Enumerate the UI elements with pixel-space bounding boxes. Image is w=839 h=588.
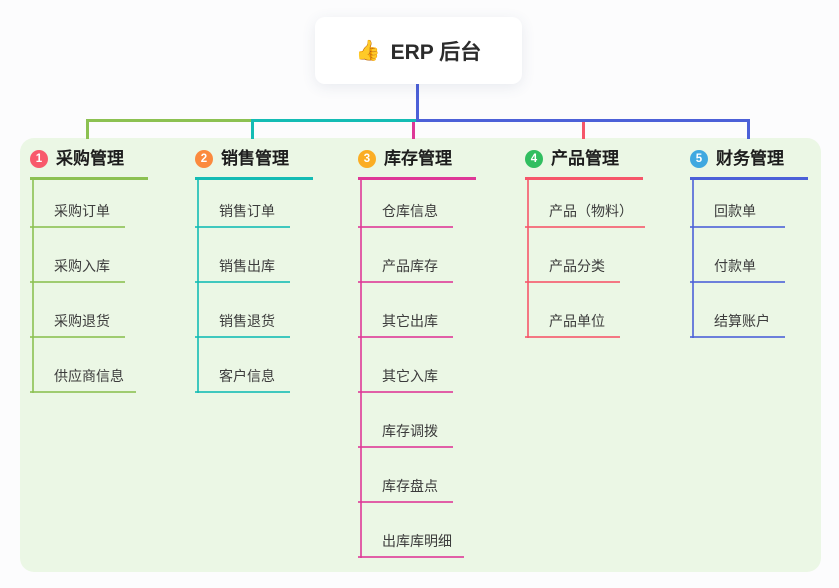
- child-item[interactable]: 采购退货: [30, 283, 125, 338]
- child-item[interactable]: 产品库存: [358, 228, 453, 283]
- child-item[interactable]: 销售退货: [195, 283, 290, 338]
- badge-5-icon: 5: [690, 150, 708, 168]
- branch-title: 库存管理: [384, 149, 452, 168]
- child-label: 产品单位: [549, 313, 605, 329]
- child-item[interactable]: 产品分类: [525, 228, 620, 283]
- child-label: 客户信息: [219, 368, 275, 384]
- branch-finance: 5 财务管理 回款单付款单结算账户: [690, 148, 808, 338]
- branch-children: 回款单付款单结算账户: [690, 180, 808, 338]
- branch-trunk: [691, 180, 694, 338]
- branch-trunk: [196, 180, 199, 393]
- child-item[interactable]: 采购入库: [30, 228, 125, 283]
- connector-bus-sales: [251, 119, 418, 122]
- child-label: 其它入库: [382, 368, 438, 384]
- child-label: 采购退货: [54, 313, 110, 329]
- child-item[interactable]: 库存调拨: [358, 393, 453, 448]
- child-label: 库存盘点: [382, 478, 438, 494]
- child-item[interactable]: 采购订单: [30, 180, 125, 228]
- branch-title: 财务管理: [716, 149, 784, 168]
- branch-trunk: [31, 180, 34, 393]
- child-item[interactable]: 供应商信息: [30, 338, 136, 393]
- root-node[interactable]: 👍 ERP 后台: [315, 17, 522, 84]
- child-item[interactable]: 结算账户: [690, 283, 785, 338]
- connector-drop-finance: [747, 119, 750, 139]
- branch-children: 产品（物料） 产品分类产品单位: [525, 180, 645, 338]
- branch-product: 4 产品管理 产品（物料） 产品分类产品单位: [525, 148, 645, 338]
- child-label: 销售退货: [219, 313, 275, 329]
- child-item[interactable]: 销售出库: [195, 228, 290, 283]
- branch-header[interactable]: 2 销售管理: [195, 148, 313, 180]
- child-item[interactable]: 出库库明细: [358, 503, 464, 558]
- connector-drop-product: [582, 119, 585, 139]
- connector-drop-purchase: [86, 119, 89, 139]
- child-item[interactable]: 回款单: [690, 180, 785, 228]
- branch-header[interactable]: 1 采购管理: [30, 148, 148, 180]
- child-label: 采购入库: [54, 258, 110, 274]
- branch-title: 采购管理: [56, 149, 124, 168]
- connector-drop-sales: [251, 119, 254, 139]
- child-label: 产品（物料）: [549, 203, 633, 219]
- root-title: ERP 后台: [390, 40, 482, 64]
- child-label: 产品库存: [382, 258, 438, 274]
- child-item[interactable]: 产品（物料）: [525, 180, 645, 228]
- branch-trunk: [359, 180, 362, 558]
- thumbs-up-icon: 👍: [355, 40, 381, 62]
- branch-children: 销售订单销售出库销售退货客户信息: [195, 180, 313, 393]
- child-item[interactable]: 仓库信息: [358, 180, 453, 228]
- child-label: 其它出库: [382, 313, 438, 329]
- child-label: 供应商信息: [54, 368, 124, 384]
- branch-children: 采购订单采购入库采购退货供应商信息: [30, 180, 148, 393]
- branch-children: 仓库信息产品库存其它出库其它入库库存调拨库存盘点出库库明细: [358, 180, 476, 558]
- branch-inventory: 3 库存管理 仓库信息产品库存其它出库其它入库库存调拨库存盘点出库库明细: [358, 148, 476, 558]
- badge-1-icon: 1: [30, 150, 48, 168]
- child-label: 仓库信息: [382, 203, 438, 219]
- child-label: 结算账户: [714, 313, 770, 329]
- child-item[interactable]: 库存盘点: [358, 448, 453, 503]
- branch-title: 销售管理: [221, 149, 289, 168]
- child-item[interactable]: 销售订单: [195, 180, 290, 228]
- branch-title: 产品管理: [551, 149, 619, 168]
- child-item[interactable]: 付款单: [690, 228, 785, 283]
- badge-3-icon: 3: [358, 150, 376, 168]
- mindmap-canvas: [20, 138, 821, 572]
- connector-bus-finance: [417, 119, 750, 122]
- branch-header[interactable]: 5 财务管理: [690, 148, 808, 180]
- branch-sales: 2 销售管理 销售订单销售出库销售退货客户信息: [195, 148, 313, 393]
- child-item[interactable]: 其它入库: [358, 338, 453, 393]
- branch-purchase: 1 采购管理 采购订单采购入库采购退货供应商信息: [30, 148, 148, 393]
- badge-2-icon: 2: [195, 150, 213, 168]
- child-item[interactable]: 客户信息: [195, 338, 290, 393]
- child-label: 回款单: [714, 203, 756, 219]
- branch-header[interactable]: 4 产品管理: [525, 148, 643, 180]
- branch-header[interactable]: 3 库存管理: [358, 148, 476, 180]
- connector-drop-inventory: [412, 119, 415, 139]
- child-label: 库存调拨: [382, 423, 438, 439]
- badge-4-icon: 4: [525, 150, 543, 168]
- child-label: 出库库明细: [382, 533, 452, 549]
- child-item[interactable]: 产品单位: [525, 283, 620, 338]
- branch-trunk: [526, 180, 529, 338]
- child-item[interactable]: 其它出库: [358, 283, 453, 338]
- child-label: 付款单: [714, 258, 756, 274]
- child-label: 采购订单: [54, 203, 110, 219]
- child-label: 销售出库: [219, 258, 275, 274]
- child-label: 销售订单: [219, 203, 275, 219]
- connector-root: [416, 84, 419, 122]
- child-label: 产品分类: [549, 258, 605, 274]
